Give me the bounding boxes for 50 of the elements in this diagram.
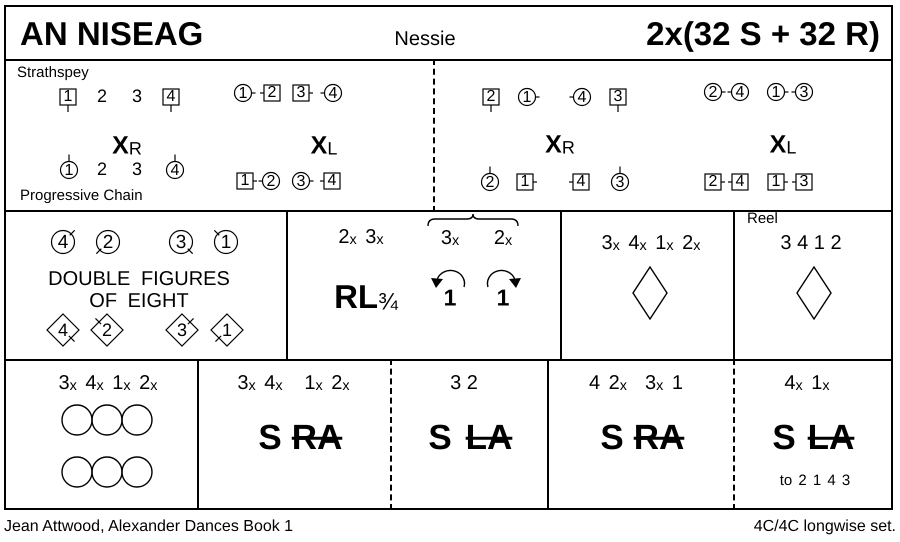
figure-symbol: S — [428, 418, 452, 458]
dancer-circle: 2 — [95, 229, 121, 255]
figure-symbol: LA — [466, 418, 512, 458]
dancer-circle: 4 — [50, 229, 76, 255]
figure-panel — [197, 359, 392, 510]
dancer-number: 2 — [97, 160, 107, 180]
dance-title: AN NISEAG — [20, 16, 204, 52]
tempo-label: Reel — [747, 210, 778, 228]
dancer-list: 3 2 — [450, 372, 478, 394]
figure-symbol: S — [600, 418, 624, 458]
dancer-circle: 1 — [213, 229, 239, 255]
dancer-list: 3$_{x}$ 4$_{x}$ — [237, 372, 283, 394]
dancer-diamond: 2 — [90, 313, 124, 347]
dancer-number: 3 — [132, 160, 142, 180]
dancer-list: 2$_{x}$ 3$_{x}$ — [338, 226, 384, 248]
dancer-circle: 3 — [168, 229, 194, 255]
dancer-list: 3$_{x}$ 4$_{x}$ 1$_{x}$ 2$_{x}$ — [58, 372, 158, 394]
dancer-diamond: 4 — [46, 313, 80, 347]
figure-symbol: LA — [808, 418, 854, 458]
dancer-diamond: 3 — [165, 313, 199, 347]
figure-symbol: S — [258, 418, 282, 458]
dancer-list: 2$_{x}$ — [494, 227, 512, 249]
dancer-number: 1 — [444, 285, 456, 311]
dancer-number: 3 — [132, 87, 142, 107]
dancer-list: 1$_{x}$ 2$_{x}$ — [304, 372, 350, 394]
figure-symbol: RA — [292, 418, 342, 458]
source-note: Jean Attwood, Alexander Dances Book 1 — [4, 518, 294, 536]
note-text: to 2 1 4 3 — [780, 472, 850, 490]
dancer-number: 2 — [97, 87, 107, 107]
figure-symbol: RL$_{¾}$ — [334, 278, 398, 316]
figure-name: DOUBLE FIGURES OF EIGHT — [47, 268, 231, 312]
figure-symbol: RA — [634, 418, 684, 458]
figure-panel — [735, 359, 893, 510]
dancer-list: 4$_{x}$ 1$_{x}$ — [784, 372, 830, 394]
figure-panel — [547, 359, 735, 510]
figure-name: Progressive Chain — [20, 188, 143, 204]
dancer-number: 1 — [496, 285, 510, 311]
dancer-list: 3$_{x}$ 4$_{x}$ 1$_{x}$ 2$_{x}$ — [602, 232, 700, 254]
figure-panel — [4, 359, 199, 510]
figure-symbol: S — [772, 418, 796, 458]
dance-subtitle: Nessie — [394, 28, 456, 50]
dancer-list: 3 4 1 2 — [780, 232, 842, 254]
figure-panel — [4, 59, 435, 212]
dancer-list: 3$_{x}$ 1 — [645, 372, 683, 394]
set-note: 4C/4C longwise set. — [754, 518, 896, 536]
dance-format: 2x(32 S + 32 R) — [646, 16, 880, 52]
dancer-diamond: 1 — [210, 313, 244, 347]
dancer-list: 4 2$_{x}$ — [589, 372, 627, 394]
dancer-list: 3$_{x}$ — [440, 227, 460, 249]
tempo-label: Strathspey — [17, 64, 89, 82]
